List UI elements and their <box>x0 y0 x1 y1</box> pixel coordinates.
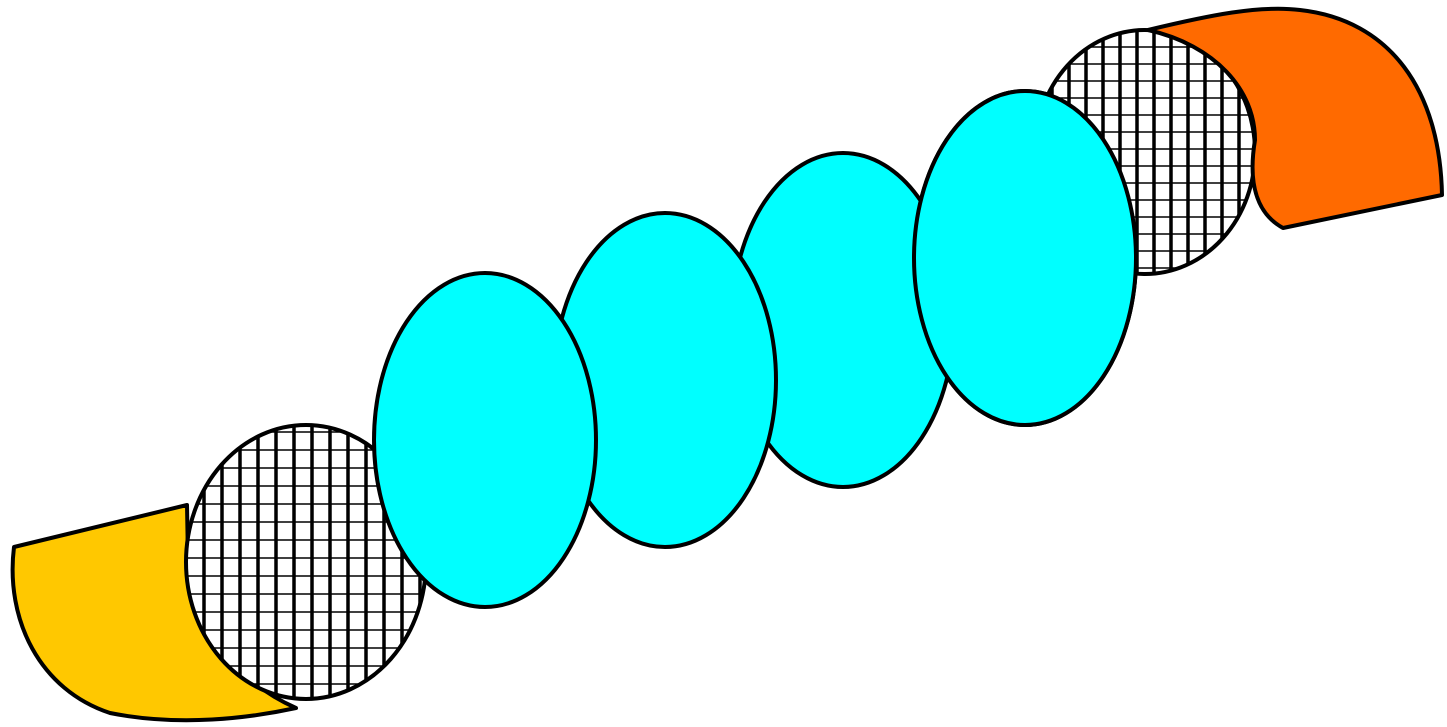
segment-2 <box>374 273 596 607</box>
segment-5-front <box>914 91 1136 425</box>
